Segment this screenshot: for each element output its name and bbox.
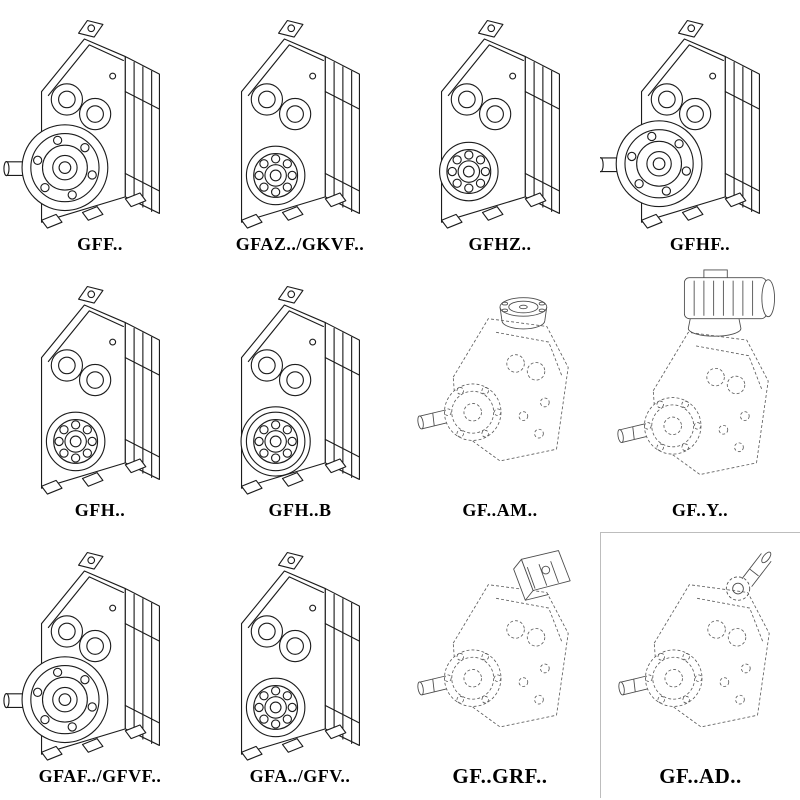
output-bearing [245, 145, 306, 206]
gearbox-drawing-hollow-flange [600, 19, 760, 229]
gearbox-cell-gfh: GFH.. [0, 266, 200, 532]
gearbox-cell-gfhz: GFHZ.. [400, 0, 600, 266]
gearbox-model-label: GFH..B [268, 500, 332, 520]
gearbox-model-label: GF..AD.. [659, 764, 742, 788]
gearbox-model-label: GFAF../GFVF.. [38, 766, 162, 786]
phantom-gearbox-body [616, 331, 769, 476]
gearbox-cell-gff: GFF.. [0, 0, 200, 266]
output-flange [600, 120, 703, 208]
gearbox-drawing-input-adapter [416, 550, 571, 728]
gearbox-cell-gfhb: GFH..B [200, 266, 400, 532]
output-bearing [245, 677, 306, 738]
motor [683, 269, 775, 337]
phantom-gearbox-body [617, 584, 770, 728]
gearbox-cell-gfgrf: GF..GRF.. [400, 532, 600, 798]
gearbox-cell-gfad: GF..AD.. [600, 532, 800, 798]
gearbox-drawing-shaft-bearing [40, 285, 160, 495]
gearbox-drawing-shaft-bearing-b [240, 285, 360, 495]
gearbox-cell-gfam: GF..AM.. [400, 266, 600, 532]
gearbox-drawing-output-flange [3, 551, 160, 761]
output-bearing [45, 411, 106, 472]
phantom-gearbox-body [416, 584, 569, 728]
gearbox-model-label: GFAZ../GKVF.. [235, 234, 365, 254]
gearbox-drawing-input-shaft [617, 550, 773, 728]
gearbox-cell-gfy: GF..Y.. [600, 266, 800, 532]
gearbox-model-label: GF..AM.. [462, 500, 538, 520]
gearbox-drawing-shaft-bearing [240, 19, 360, 229]
gearbox-cell-gfhf: GFHF.. [600, 0, 800, 266]
gearbox-drawing-input-flange [416, 297, 569, 462]
gearbox-model-label: GFHZ.. [468, 234, 532, 254]
gearbox-model-label: GF..GRF.. [452, 764, 548, 788]
gearbox-drawing-with-motor [616, 269, 775, 476]
gearbox-cell-gfa: GFA../GFV.. [200, 532, 400, 798]
gearbox-cell-gfaz: GFAZ../GKVF.. [200, 0, 400, 266]
gearbox-drawing-hollow-shaft [439, 19, 560, 229]
gearbox-model-label: GFA../GFV.. [249, 766, 351, 786]
hollow-shaft-bearing [439, 141, 499, 202]
output-flange [3, 656, 109, 744]
gearbox-drawing-shaft-bearing [240, 551, 360, 761]
gearbox-model-label: GFH.. [74, 500, 126, 520]
gearbox-model-label: GFF.. [77, 234, 123, 254]
output-flange [3, 124, 109, 212]
gearbox-model-label: GF..Y.. [671, 500, 729, 520]
gearbox-drawing-output-flange [3, 19, 160, 229]
output-bearing [245, 411, 306, 472]
gearbox-cell-gfaf: GFAF../GFVF.. [0, 532, 200, 798]
gearbox-model-label: GFHF.. [669, 234, 731, 254]
phantom-gearbox-body [416, 318, 569, 462]
